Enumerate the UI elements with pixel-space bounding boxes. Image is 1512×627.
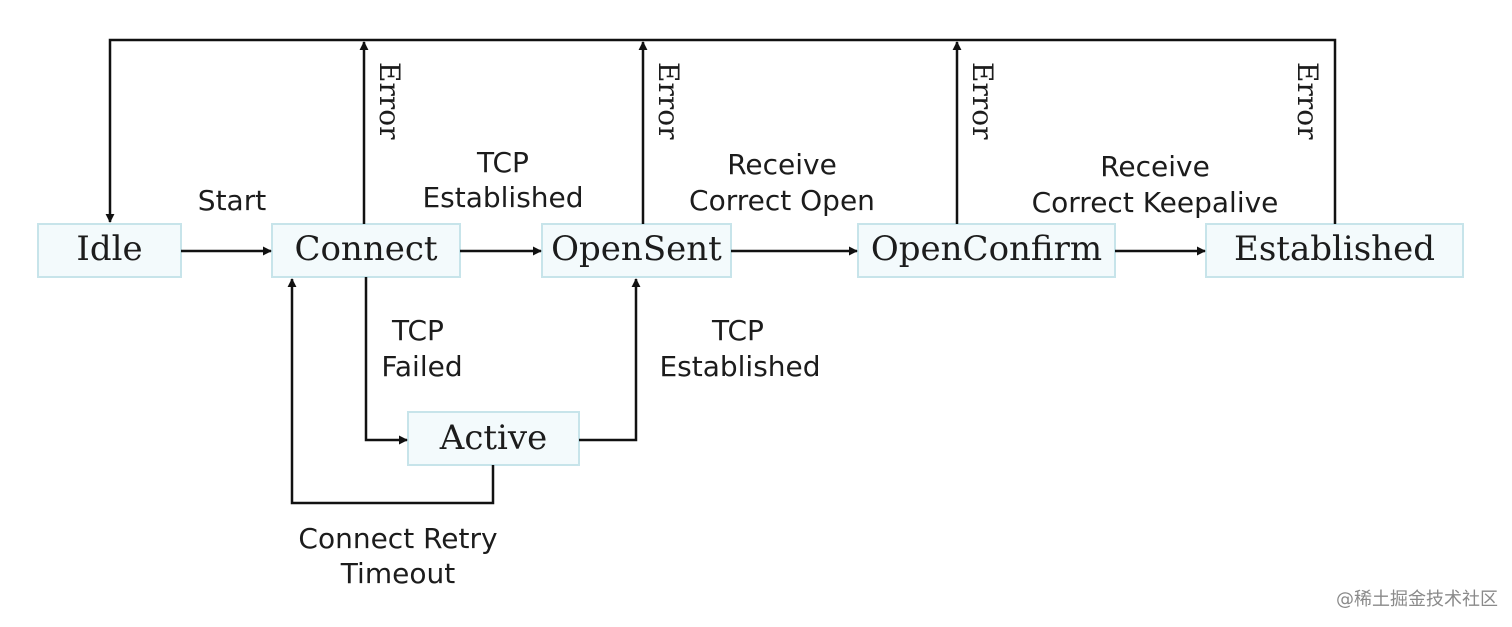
state-openconfirm-label: OpenConfirm <box>871 229 1102 269</box>
label-receive-keepalive-a: Receive <box>1100 150 1210 183</box>
arrow-connect-active <box>364 277 408 445</box>
label-error-established: Error <box>1291 62 1324 140</box>
label-tcp-established-2b: Established <box>659 350 820 383</box>
state-established: Established <box>1205 223 1464 278</box>
label-tcp-established-1a: TCP <box>476 146 529 179</box>
label-start: Start <box>198 184 266 217</box>
label-error-openconfirm: Error <box>966 62 999 140</box>
label-receive-open-a: Receive <box>727 148 837 181</box>
label-tcp-established-2a: TCP <box>711 314 764 347</box>
state-active-label: Active <box>439 418 547 458</box>
label-error-connect: Error <box>373 62 406 140</box>
state-active: Active <box>407 411 580 466</box>
label-receive-open-b: Correct Open <box>689 184 875 217</box>
label-error-opensent: Error <box>652 62 685 140</box>
state-opensent: OpenSent <box>541 223 732 278</box>
arrow-active-opensent <box>579 278 641 442</box>
watermark: @稀土掘金技术社区 <box>1336 589 1498 610</box>
error-return-line <box>105 38 1337 224</box>
label-tcp-failed-a: TCP <box>391 314 444 347</box>
state-idle-label: Idle <box>76 229 142 269</box>
label-receive-keepalive-b: Correct Keepalive <box>1032 186 1279 219</box>
state-established-label: Established <box>1234 229 1435 269</box>
state-connect: Connect <box>271 223 461 278</box>
state-opensent-label: OpenSent <box>551 229 722 269</box>
label-tcp-established-1b: Established <box>422 181 583 214</box>
state-openconfirm: OpenConfirm <box>857 223 1116 278</box>
arrow-active-connect <box>287 278 495 505</box>
label-connect-retry-b: Timeout <box>340 557 455 590</box>
label-connect-retry-a: Connect Retry <box>298 522 497 555</box>
state-connect-label: Connect <box>294 229 437 269</box>
state-idle: Idle <box>37 223 182 278</box>
label-tcp-failed-b: Failed <box>381 350 462 383</box>
